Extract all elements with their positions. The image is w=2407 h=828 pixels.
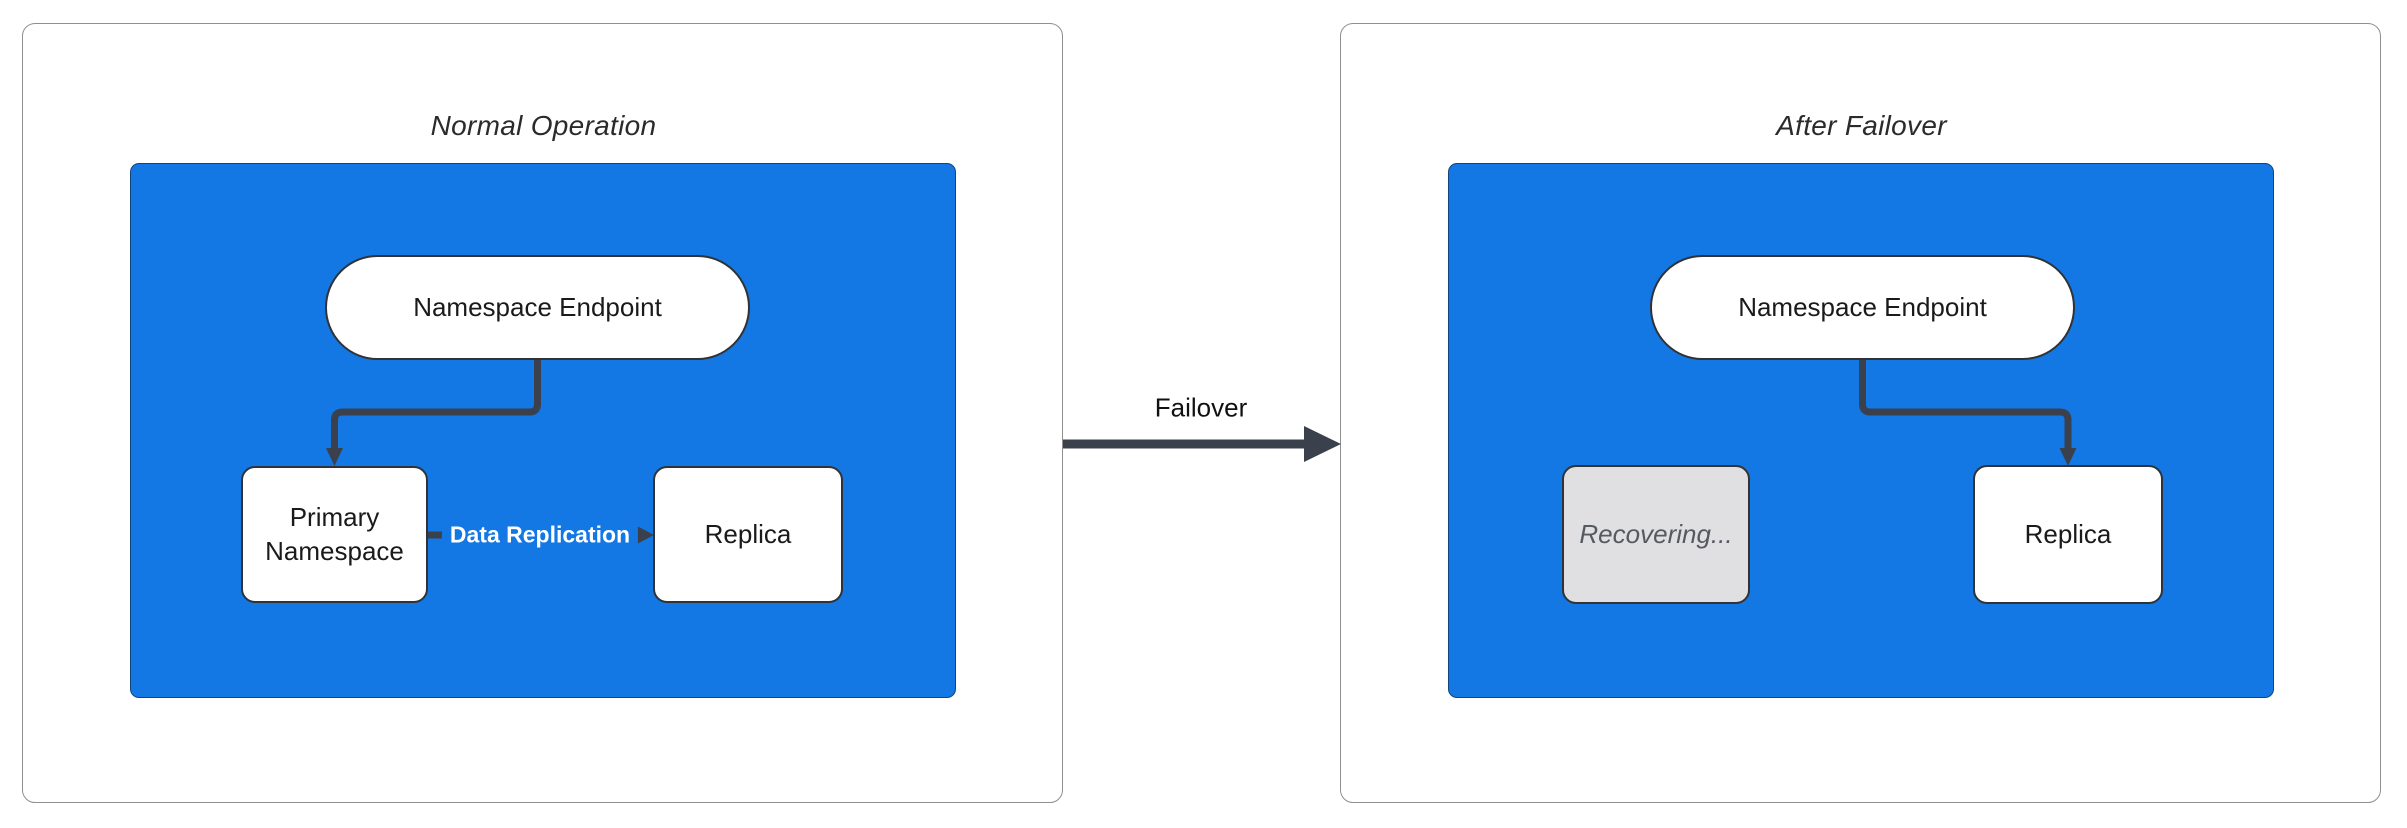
- node-primary-namespace: Primary Namespace: [241, 466, 428, 603]
- panel-title: After Failover: [1776, 110, 1947, 141]
- node-namespace-endpoint-left: Namespace Endpoint: [325, 255, 750, 360]
- edge-label-data-replication: Data Replication: [441, 519, 639, 551]
- edge-label-failover: Failover: [1148, 392, 1254, 424]
- node-namespace-endpoint-right: Namespace Endpoint: [1650, 255, 2075, 360]
- node-replica-right: Replica: [1973, 465, 2163, 604]
- node-label: Replica: [704, 518, 792, 549]
- panel-title: Normal Operation: [430, 110, 657, 141]
- node-label: Namespace Endpoint: [1738, 291, 1987, 322]
- arrowhead-failover-icon: [1304, 426, 1341, 462]
- node-label: Recovering...: [1579, 518, 1733, 549]
- cluster-normal-operation: [130, 163, 956, 698]
- node-recovering: Recovering...: [1562, 465, 1750, 604]
- node-label: Replica: [2024, 518, 2112, 549]
- cluster-after-failover: [1448, 163, 2274, 698]
- node-replica-left: Replica: [653, 466, 843, 603]
- node-label: Namespace Endpoint: [413, 291, 662, 322]
- node-label: Primary Namespace: [265, 501, 404, 566]
